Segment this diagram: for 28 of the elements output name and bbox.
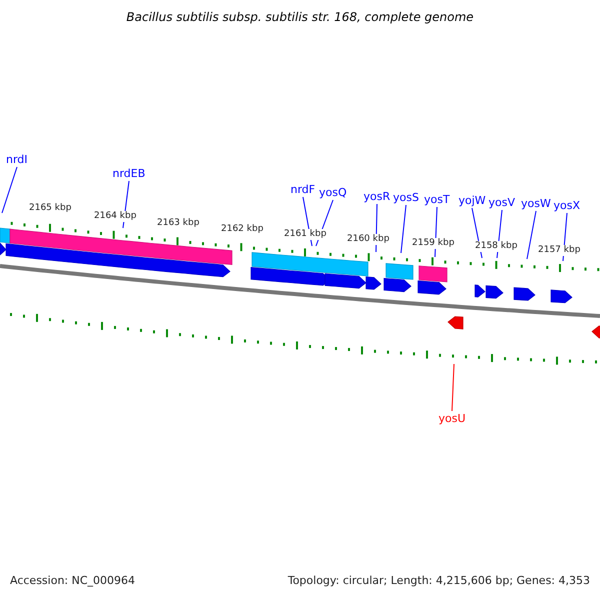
leader-line — [526, 210, 536, 260]
gene-label: yosU — [438, 412, 467, 424]
gene-label: yojW — [458, 194, 487, 206]
scale-label: 2163 kbp — [156, 218, 200, 229]
leader-line — [452, 364, 454, 412]
gene-label: yosW — [520, 196, 552, 210]
accession-text: Accession: NC_000964 — [9, 575, 136, 586]
scale-label: 2160 kbp — [346, 234, 390, 245]
scale-label: 2159 kbp — [411, 238, 456, 249]
gene-label: nrdF — [290, 182, 316, 196]
scale-label: 2162 kbp — [220, 224, 264, 235]
gene-label: yosT — [423, 192, 451, 206]
leader-line — [2, 166, 18, 214]
gene-label: yosS — [392, 190, 420, 204]
gene-label: nrdI — [5, 152, 29, 166]
scale-label: 2158 kbp — [474, 241, 518, 252]
leader-line — [400, 204, 406, 254]
scale-label: 2164 kbp — [93, 211, 138, 222]
gene-label: yosQ — [318, 186, 348, 198]
gene-label: nrdEB — [112, 166, 146, 180]
gene-label: yosX — [552, 198, 582, 212]
scale-label: 2165 kbp — [28, 203, 72, 214]
genome-info-text: Topology: circular; Length: 4,215,606 bp; Genes: 4,353 — [286, 575, 591, 586]
scale-label: 2157 kbp — [537, 245, 582, 256]
scale-label: 2161 kbp — [283, 229, 328, 240]
gene-label: yosV — [488, 196, 516, 208]
gene-label: yosR — [362, 190, 392, 202]
title: Bacillus subtilis subsp. subtilis str. 168, complete genome — [125, 10, 475, 24]
